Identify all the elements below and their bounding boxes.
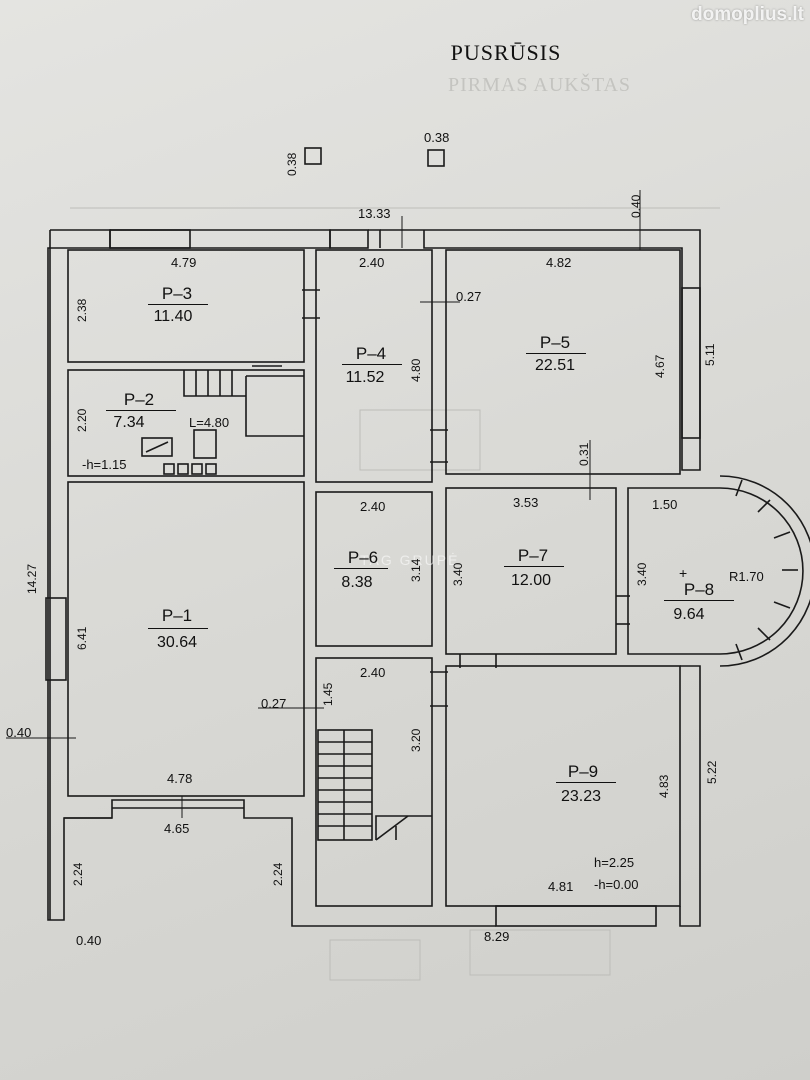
plan-title: PUSRŪSIS bbox=[450, 40, 562, 65]
dim-chimney-a: 0.38 bbox=[285, 152, 299, 176]
dim-p7-width: 3.53 bbox=[513, 495, 539, 510]
dimension-lines bbox=[6, 190, 641, 818]
dim-top-wall: 0.40 bbox=[629, 194, 643, 218]
room-underline bbox=[664, 600, 734, 601]
room-area-p3: 11.40 bbox=[153, 308, 193, 325]
room-underline bbox=[334, 568, 388, 569]
room-underline bbox=[526, 353, 586, 354]
dim-p9-h2: -h=0.00 bbox=[594, 877, 639, 892]
dim-p4-height: 4.80 bbox=[409, 358, 423, 382]
ghost-lines bbox=[70, 207, 720, 981]
room-area-p8: 9.64 bbox=[673, 606, 705, 623]
dim-right-lower: 5.22 bbox=[705, 760, 719, 784]
ghost-title: PIRMAS AUKŠTAS bbox=[448, 74, 632, 96]
room-underline bbox=[106, 410, 176, 411]
plus-mark: + bbox=[679, 565, 688, 581]
room-area-p4: 11.52 bbox=[345, 369, 385, 386]
dim-bottom-wall: 0.40 bbox=[76, 933, 102, 948]
dim-p1-width: 4.78 bbox=[167, 771, 193, 786]
dim-p6-height: 3.14 bbox=[409, 558, 423, 582]
dim-stair-width: 2.40 bbox=[360, 665, 386, 680]
dim-terrace-right: 2.24 bbox=[271, 862, 285, 886]
dim-p9-width: 4.81 bbox=[548, 879, 574, 894]
dim-p8-width: 1.50 bbox=[652, 497, 678, 512]
dim-stair-len: L=4.80 bbox=[189, 415, 230, 430]
dim-p9-height: 4.83 bbox=[657, 774, 671, 798]
dim-p2-h: -h=1.15 bbox=[82, 457, 127, 472]
ghost-brand: TAG GRUPĖ bbox=[360, 552, 460, 568]
room-underline bbox=[148, 628, 208, 629]
room-underline bbox=[504, 566, 564, 567]
dim-stair-b: 3.20 bbox=[409, 728, 423, 752]
dim-p3-height: 2.38 bbox=[75, 298, 89, 322]
room-name-p8: P–8 bbox=[683, 580, 715, 599]
room-name-p4: P–4 bbox=[355, 344, 387, 363]
dim-p8-height: 3.40 bbox=[635, 562, 649, 586]
dim-p9-h1: h=2.25 bbox=[594, 855, 635, 870]
room-name-p6: P–6 bbox=[347, 548, 379, 567]
room-name-p7: P–7 bbox=[517, 546, 549, 565]
watermark: domoplius.lt bbox=[691, 4, 804, 25]
dim-stair-a: 1.45 bbox=[321, 682, 335, 706]
dim-p2-height: 2.20 bbox=[75, 408, 89, 432]
dim-p3-width: 4.79 bbox=[171, 255, 197, 270]
walls bbox=[45, 147, 810, 927]
room-name-p9: P–9 bbox=[567, 762, 599, 781]
dim-p1-height: 6.41 bbox=[75, 626, 89, 650]
dim-bottom-total: 8.29 bbox=[484, 929, 510, 944]
room-area-p2: 7.34 bbox=[113, 414, 145, 431]
room-name-p2: P–2 bbox=[123, 390, 155, 409]
room-name-p1: P–1 bbox=[161, 606, 193, 625]
room-area-p6: 8.38 bbox=[341, 574, 373, 591]
dim-p5-height: 4.67 bbox=[653, 354, 667, 378]
room-underline bbox=[556, 782, 616, 783]
dim-wall-031: 0.31 bbox=[577, 442, 591, 466]
room-area-p5: 22.51 bbox=[534, 357, 576, 374]
room-underline bbox=[148, 304, 208, 305]
dim-top-total: 13.33 bbox=[358, 206, 391, 221]
dim-right-upper: 5.11 bbox=[703, 343, 717, 366]
dim-p7-height: 3.40 bbox=[451, 562, 465, 586]
room-area-p1: 30.64 bbox=[156, 634, 198, 651]
dim-left-wall: 0.40 bbox=[6, 725, 32, 740]
dim-terrace-left: 2.24 bbox=[71, 862, 85, 886]
dim-p5-width: 4.82 bbox=[546, 255, 572, 270]
chimney-a bbox=[304, 147, 322, 165]
dim-p4-width: 2.40 bbox=[359, 255, 385, 270]
dim-left-total: 14.27 bbox=[25, 563, 39, 594]
room-area-p7: 12.00 bbox=[510, 572, 552, 589]
room-name-p5: P–5 bbox=[539, 333, 571, 352]
dim-p6-width: 2.40 bbox=[360, 499, 386, 514]
dim-chimney-b: 0.38 bbox=[424, 130, 450, 145]
dim-radius: R1.70 bbox=[729, 569, 764, 584]
dim-terrace-width: 4.65 bbox=[164, 821, 190, 836]
dim-partition-b: 0.27 bbox=[261, 696, 287, 711]
dim-partition-a: 0.27 bbox=[456, 289, 482, 304]
room-area-p9: 23.23 bbox=[560, 788, 602, 805]
chimney-b bbox=[427, 149, 445, 167]
room-underline bbox=[342, 364, 402, 365]
room-name-p3: P–3 bbox=[161, 284, 193, 303]
